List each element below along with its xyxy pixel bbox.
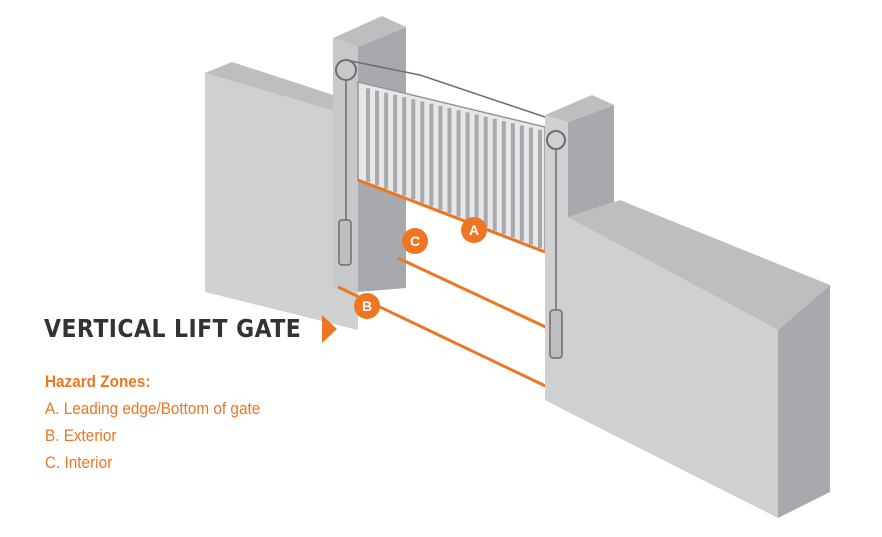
title-arrow-icon xyxy=(322,314,338,343)
diagram-title-block: VERTICAL LIFT GATE xyxy=(44,314,338,343)
legend-item-b: B. Exterior xyxy=(45,426,117,445)
right-wall xyxy=(568,200,830,518)
zone-marker-b: B xyxy=(354,293,380,319)
hazard-legend: Hazard Zones: A. Leading edge/Bottom of … xyxy=(45,372,284,473)
zone-marker-c: C xyxy=(402,228,428,254)
diagram-title: VERTICAL LIFT GATE xyxy=(44,314,302,343)
svg-text:B: B xyxy=(362,298,372,314)
left-wall xyxy=(205,62,358,330)
gate-panel xyxy=(345,59,549,254)
svg-text:C: C xyxy=(410,233,420,249)
legend-heading: Hazard Zones: xyxy=(45,372,151,391)
legend-item-c: C. Interior xyxy=(45,453,113,472)
svg-text:A: A xyxy=(469,222,479,238)
legend-item-a: A. Leading edge/Bottom of gate xyxy=(45,399,261,418)
zone-marker-a: A xyxy=(461,217,487,243)
